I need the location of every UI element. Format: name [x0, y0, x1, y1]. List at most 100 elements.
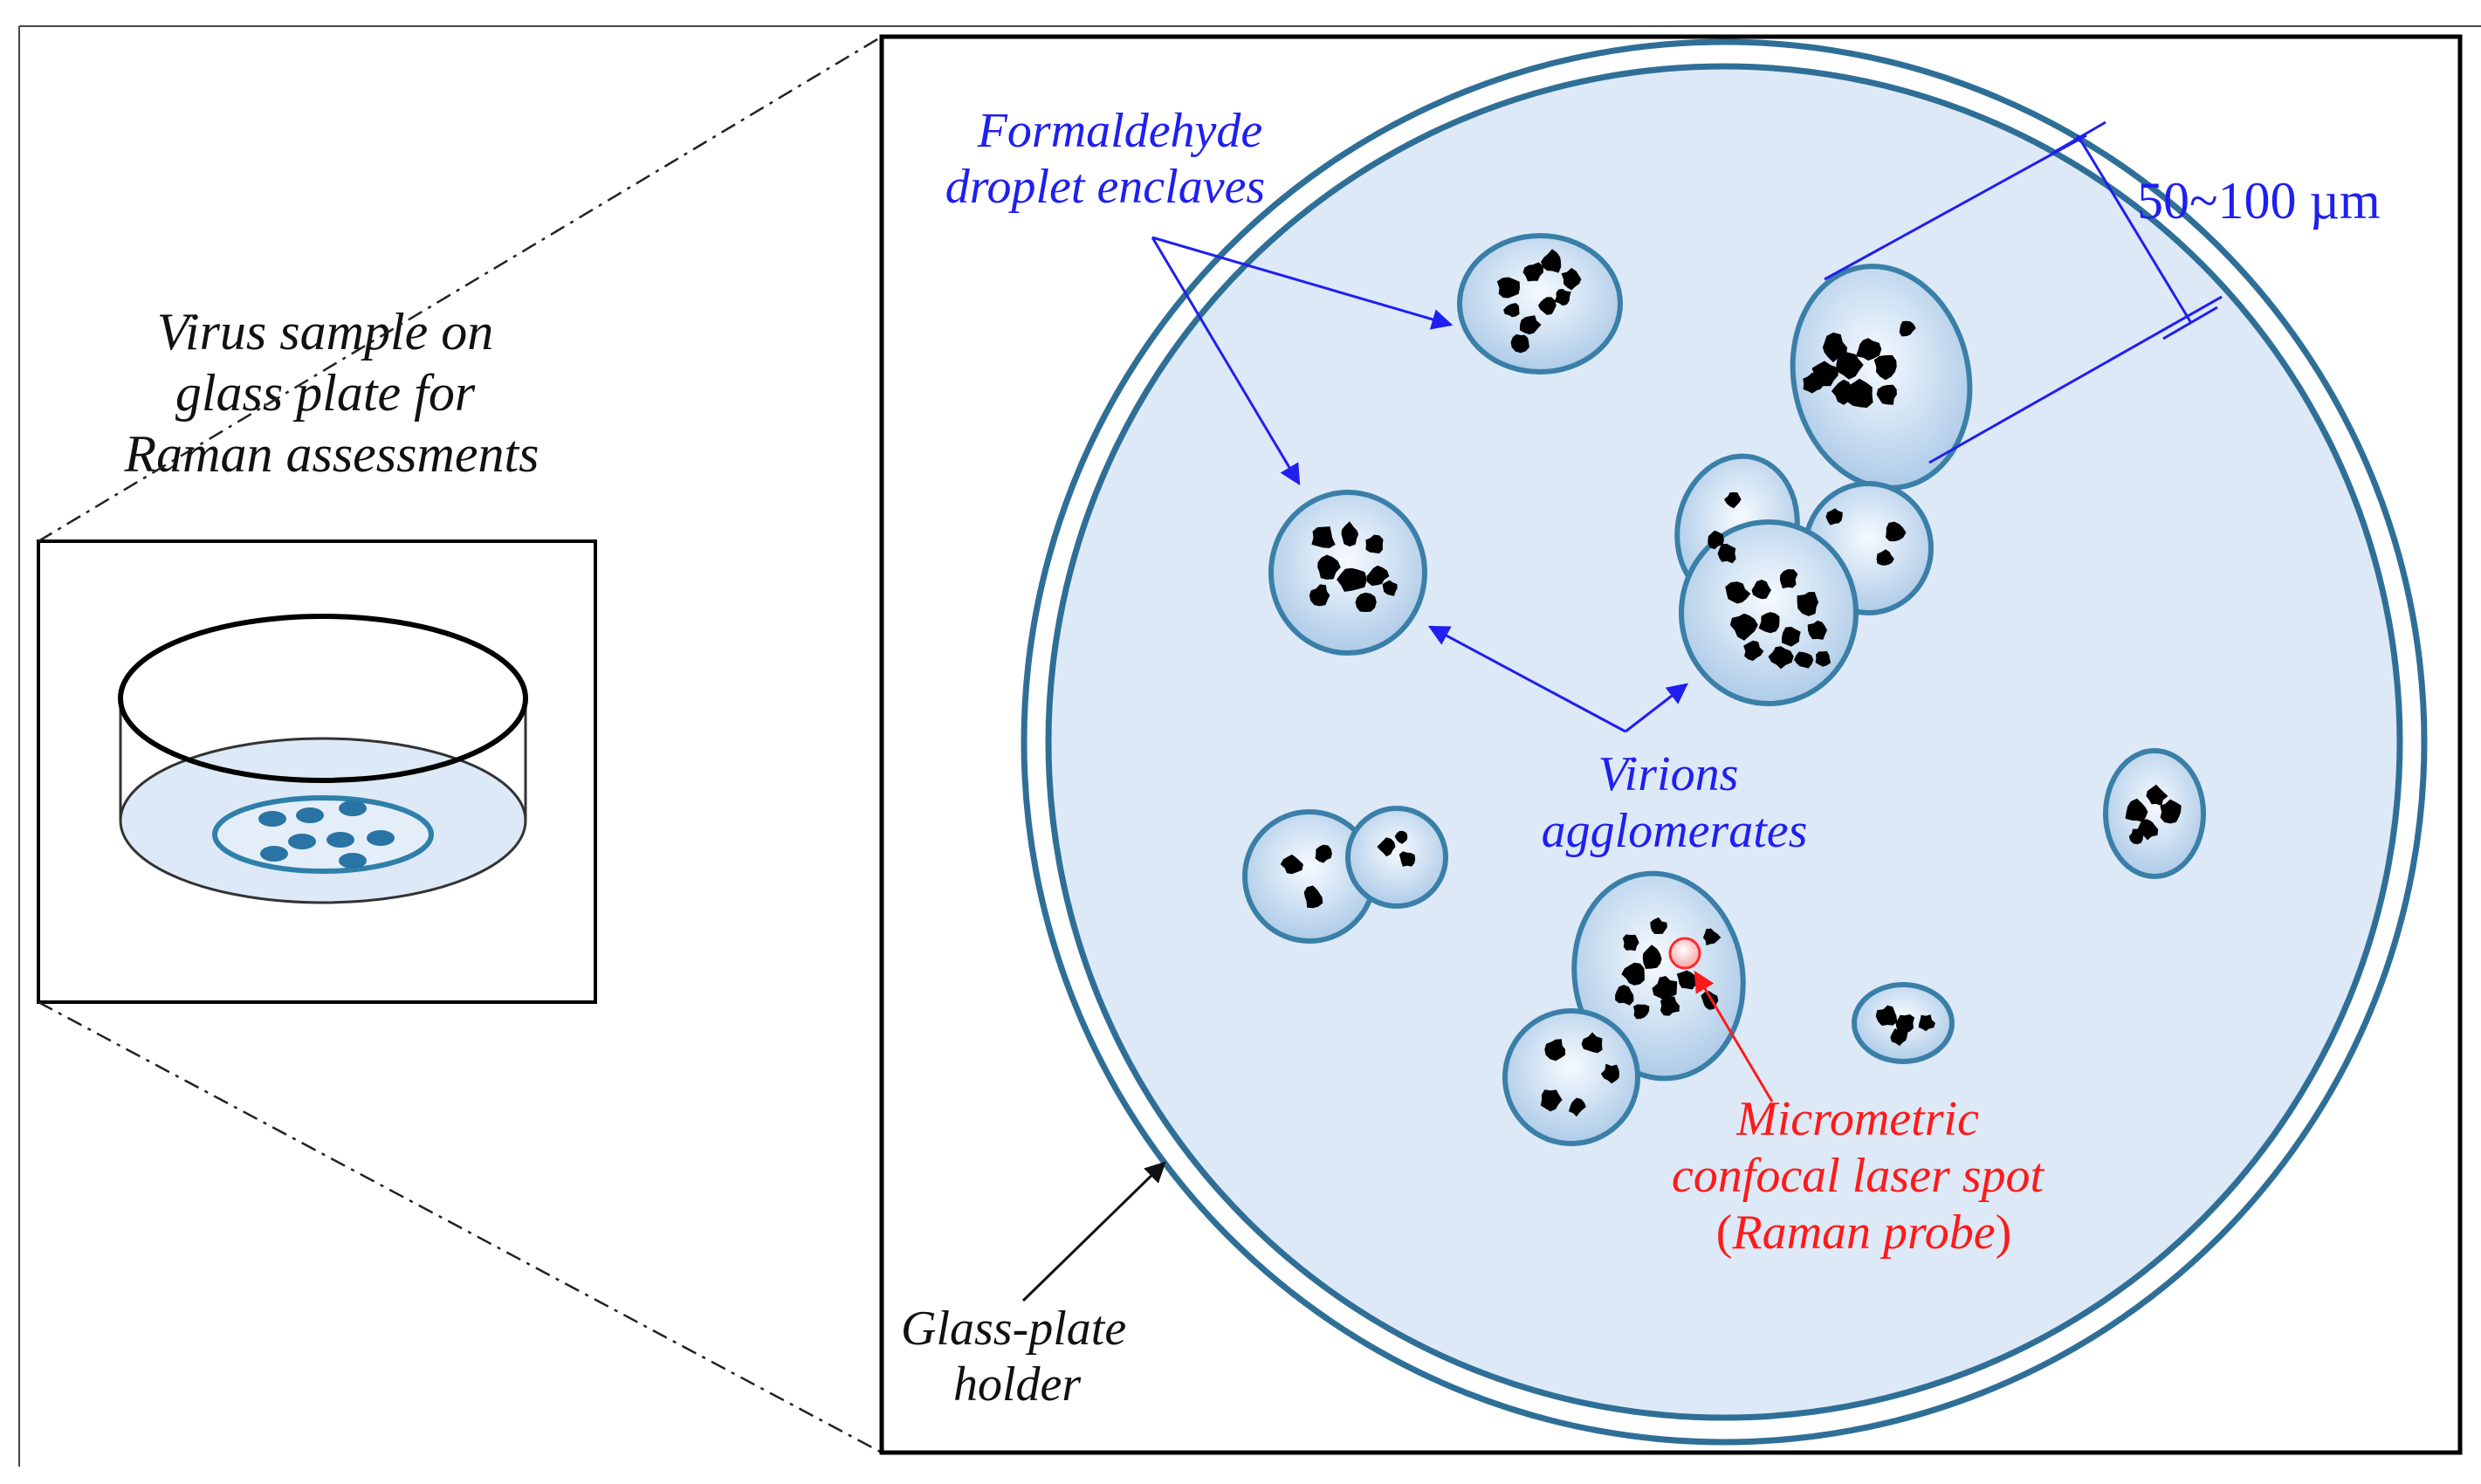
virion-particle	[1815, 650, 1832, 667]
virion-particle	[1782, 627, 1801, 647]
dish-droplet	[296, 807, 324, 823]
virion-particle	[1317, 554, 1341, 580]
glass-plate-holder	[1021, 38, 2428, 1446]
virion-particle	[1569, 1097, 1586, 1117]
virion-particle	[1503, 303, 1520, 318]
scale-extension-top	[1824, 134, 2087, 281]
virion-particle	[1633, 1004, 1650, 1020]
virion-particle	[1825, 508, 1843, 526]
laser-spot	[1668, 937, 1701, 970]
virion-particle	[1652, 976, 1678, 1002]
dish-droplet	[260, 846, 288, 862]
virion-particle	[1758, 612, 1780, 634]
virion-particle	[1311, 526, 1336, 548]
scale-extension-bottom	[1928, 295, 2223, 464]
virion-particle	[1794, 651, 1814, 669]
virion-particle	[2128, 828, 2143, 845]
formaldehyde-label: Formaldehyde droplet enclaves	[945, 104, 1275, 214]
scale-label: 50~100 µm	[2137, 172, 2381, 230]
virion-particle	[1280, 854, 1303, 875]
virion-particle	[2160, 799, 2182, 824]
virion-particle	[1540, 1089, 1563, 1112]
virion-particle	[1315, 844, 1332, 863]
virion-particle	[1751, 580, 1771, 600]
virion-particle	[1895, 1014, 1914, 1034]
laser-arrow	[1694, 970, 1774, 1103]
dish-droplet	[367, 830, 395, 846]
holder-arrow	[1021, 1161, 1166, 1302]
scale-tick-top	[2051, 120, 2106, 155]
scale-tick-bottom	[2162, 306, 2218, 340]
virion-particle	[2125, 798, 2148, 822]
virion-particle	[1918, 1014, 1935, 1032]
dish-droplet	[339, 800, 367, 816]
virion-particle	[1355, 592, 1377, 612]
virion-particle	[1899, 320, 1916, 337]
virion-particle	[1743, 640, 1764, 662]
virion-particle	[1831, 379, 1853, 405]
virion-particle	[1522, 262, 1543, 282]
virion-particle	[1561, 267, 1582, 291]
virion-particle	[1510, 333, 1529, 354]
dish-droplet	[339, 853, 367, 869]
virion-particle	[1341, 521, 1359, 547]
virion-particle	[1621, 962, 1645, 986]
virion-particle	[1399, 851, 1416, 867]
dish-droplet	[326, 832, 354, 848]
virion-particle	[1303, 885, 1323, 909]
virion-particle	[1875, 1005, 1898, 1026]
virion-particle	[1725, 581, 1751, 604]
virion-particle	[1886, 521, 1907, 542]
virion-particle	[1876, 549, 1894, 566]
droplet-enclave	[1345, 806, 1448, 909]
virion-particle	[1724, 491, 1742, 509]
virion-particle	[1890, 1028, 1908, 1047]
virion-particle	[1807, 620, 1827, 640]
virions-arrows	[1427, 625, 1688, 733]
zoom-line-lower	[38, 1000, 883, 1454]
virion-particle	[1768, 646, 1794, 670]
virion-particle	[1876, 384, 1897, 405]
dish-sample-ring	[212, 795, 434, 874]
virion-particle	[1855, 338, 1882, 361]
droplet-enclaves	[1242, 233, 2206, 1146]
probe-text: Raman probe	[1731, 1206, 1995, 1260]
virion-particle	[1708, 530, 1724, 550]
virion-particle	[1622, 934, 1639, 952]
virion-particle	[1779, 569, 1798, 589]
virions-arrow-left	[1427, 625, 1626, 733]
virion-particle	[1600, 1063, 1619, 1084]
virion-particle	[1377, 837, 1396, 857]
virion-particle	[1702, 928, 1722, 946]
formaldehyde-arrows	[1151, 236, 1454, 486]
formaldehyde-arrow-left	[1151, 237, 1301, 486]
virion-particle	[1676, 970, 1698, 990]
virion-particle	[1382, 580, 1398, 596]
virion-particle	[1581, 1032, 1603, 1054]
virion-particle	[1394, 830, 1408, 844]
virion-particle	[1717, 543, 1736, 564]
virion-particle	[1797, 592, 1819, 616]
petri-dish	[118, 614, 528, 904]
probe-open-paren: (	[1716, 1206, 1733, 1260]
probe-close-paren: )	[1996, 1206, 2012, 1260]
droplet-enclave	[1502, 1008, 1640, 1146]
virion-agglomerates	[1280, 249, 2182, 1117]
virion-particle	[1803, 372, 1825, 394]
virion-particle	[2146, 784, 2168, 807]
virion-particle	[1366, 565, 1390, 587]
virion-particle	[1538, 297, 1557, 315]
virion-particle	[1845, 378, 1873, 409]
droplet-enclave	[2103, 748, 2206, 879]
zoom-line-upper	[38, 35, 883, 543]
virion-particle	[1541, 249, 1562, 273]
virion-particle	[1365, 534, 1384, 554]
virion-particle	[1337, 567, 1367, 592]
virion-particle	[1642, 945, 1662, 969]
virion-particle	[1729, 613, 1758, 641]
left-panel: Virus sample on glass plate for Raman as…	[37, 303, 597, 1004]
virion-particle	[1519, 315, 1542, 335]
virion-particle	[1650, 917, 1667, 934]
formaldehyde-arrow-right	[1151, 236, 1454, 330]
